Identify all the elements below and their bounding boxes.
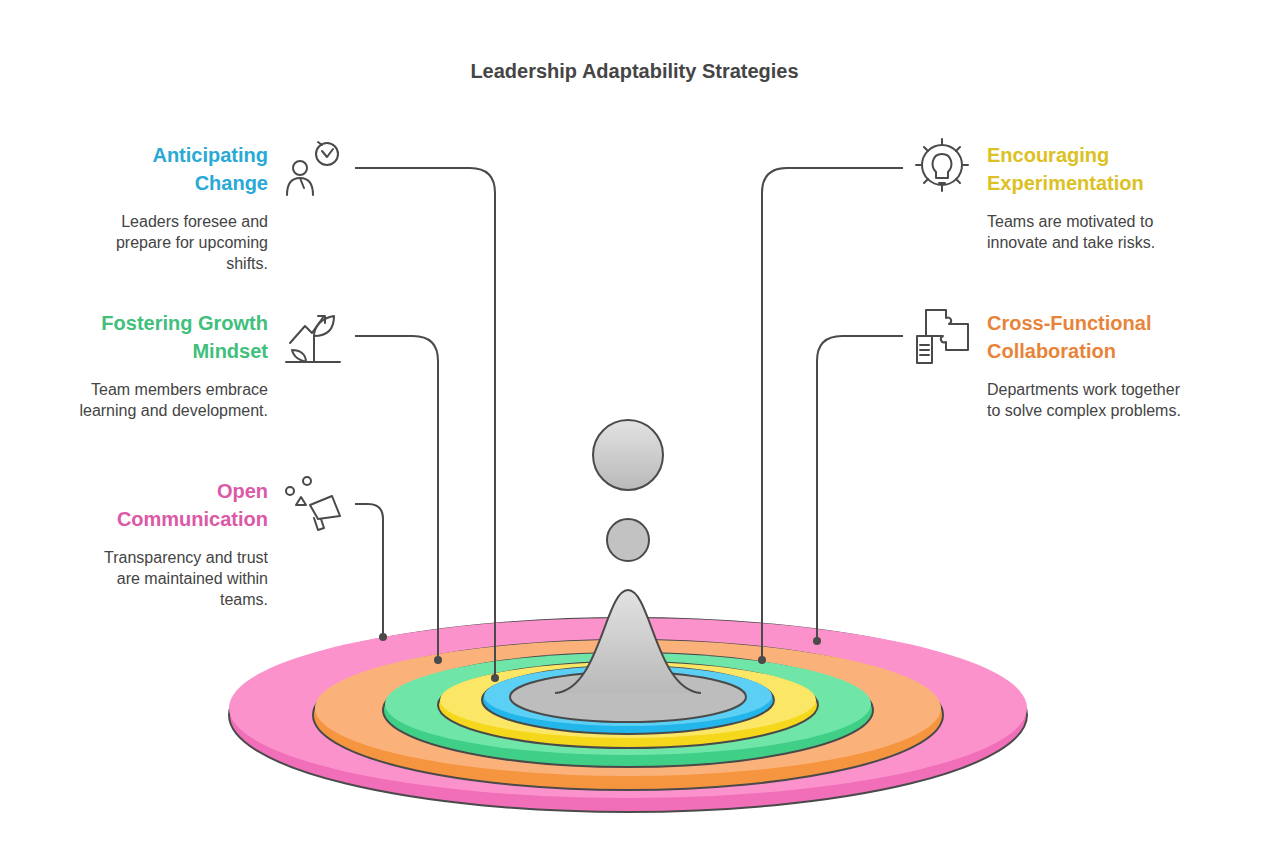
callout-description: Transparency and trust are maintained wi… — [78, 547, 268, 610]
callout-block: Anticipating ChangeLeaders foresee and p… — [78, 141, 268, 274]
callout-description: Team members embrace learning and develo… — [68, 379, 268, 421]
callout-block: Open CommunicationTransparency and trust… — [78, 477, 268, 610]
callout-heading: Open Communication — [78, 477, 268, 533]
callout-description: Leaders foresee and prepare for upcoming… — [78, 211, 268, 274]
callout-block: Fostering Growth MindsetTeam members emb… — [68, 309, 268, 421]
callout-heading: Encouraging Experimentation — [987, 141, 1187, 197]
callout-block: Encouraging ExperimentationTeams are mot… — [987, 141, 1187, 253]
callout-heading: Fostering Growth Mindset — [68, 309, 268, 365]
callout-heading: Anticipating Change — [78, 141, 268, 197]
callout-block: Cross-Functional CollaborationDepartment… — [987, 309, 1187, 421]
diagram-title: Leadership Adaptability Strategies — [0, 60, 1269, 83]
callout-heading: Cross-Functional Collaboration — [987, 309, 1187, 365]
callout-description: Teams are motivated to innovate and take… — [987, 211, 1187, 253]
callout-description: Departments work together to solve compl… — [987, 379, 1187, 421]
